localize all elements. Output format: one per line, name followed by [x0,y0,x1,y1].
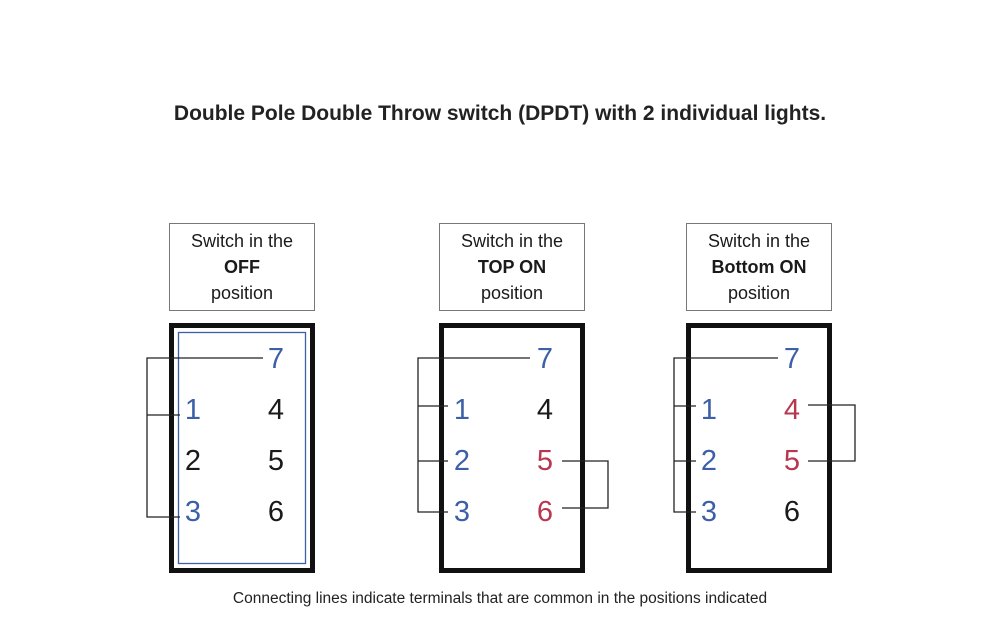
panel-top-on-label-line1: Switch in the [460,231,564,251]
terminal-1: 1 [185,394,201,426]
terminal-2: 2 [701,445,717,477]
panel-bottom-on-label-line3: position [727,283,791,303]
terminal-7: 7 [784,343,800,375]
switch-body [169,323,315,573]
terminal-6: 6 [537,496,553,528]
panel-bottom-on: 7 1 4 2 5 3 6 [673,323,856,573]
terminal-3: 3 [701,496,717,528]
switch-body [686,323,832,573]
terminal-1: 1 [701,394,717,426]
panel-bottom-on-label: Switch in the Bottom ON position [686,223,832,311]
diagram-title: Double Pole Double Throw switch (DPDT) w… [173,102,827,125]
panel-top-on-label-line2: TOP ON [477,257,547,277]
panel-off-label-line3: position [210,283,274,303]
left-link-wire [146,357,263,518]
panel-off-label: Switch in the OFF position [169,223,315,311]
terminal-4: 4 [537,394,553,426]
terminal-1: 1 [454,394,470,426]
right-link-wire [562,460,609,509]
diagram-caption: Connecting lines indicate terminals that… [232,590,768,607]
left-link-wire [673,357,778,513]
panel-off: 7 1 4 2 5 3 6 [146,323,315,573]
terminal-5: 5 [784,445,800,477]
panel-off-label-line2: OFF [224,257,260,277]
switch-inner-outline [177,331,307,565]
terminal-6: 6 [784,496,800,528]
left-link-wire [417,357,530,513]
terminal-5: 5 [537,445,553,477]
terminal-7: 7 [537,343,553,375]
terminal-4: 4 [784,394,800,426]
terminal-7: 7 [268,343,284,375]
right-link-wire [808,404,856,462]
terminal-3: 3 [185,496,201,528]
terminal-5: 5 [268,445,284,477]
terminal-3: 3 [454,496,470,528]
terminal-4: 4 [268,394,284,426]
switch-body [439,323,585,573]
panel-top-on-label: Switch in the TOP ON position [439,223,585,311]
panel-off-label-line1: Switch in the [190,231,294,251]
terminal-6: 6 [268,496,284,528]
terminal-2: 2 [185,445,201,477]
panel-top-on-label-line3: position [480,283,544,303]
panel-bottom-on-label-line2: Bottom ON [711,257,807,277]
terminal-2: 2 [454,445,470,477]
panel-top-on: 7 1 4 2 5 3 6 [417,323,609,573]
panel-bottom-on-label-line1: Switch in the [707,231,811,251]
